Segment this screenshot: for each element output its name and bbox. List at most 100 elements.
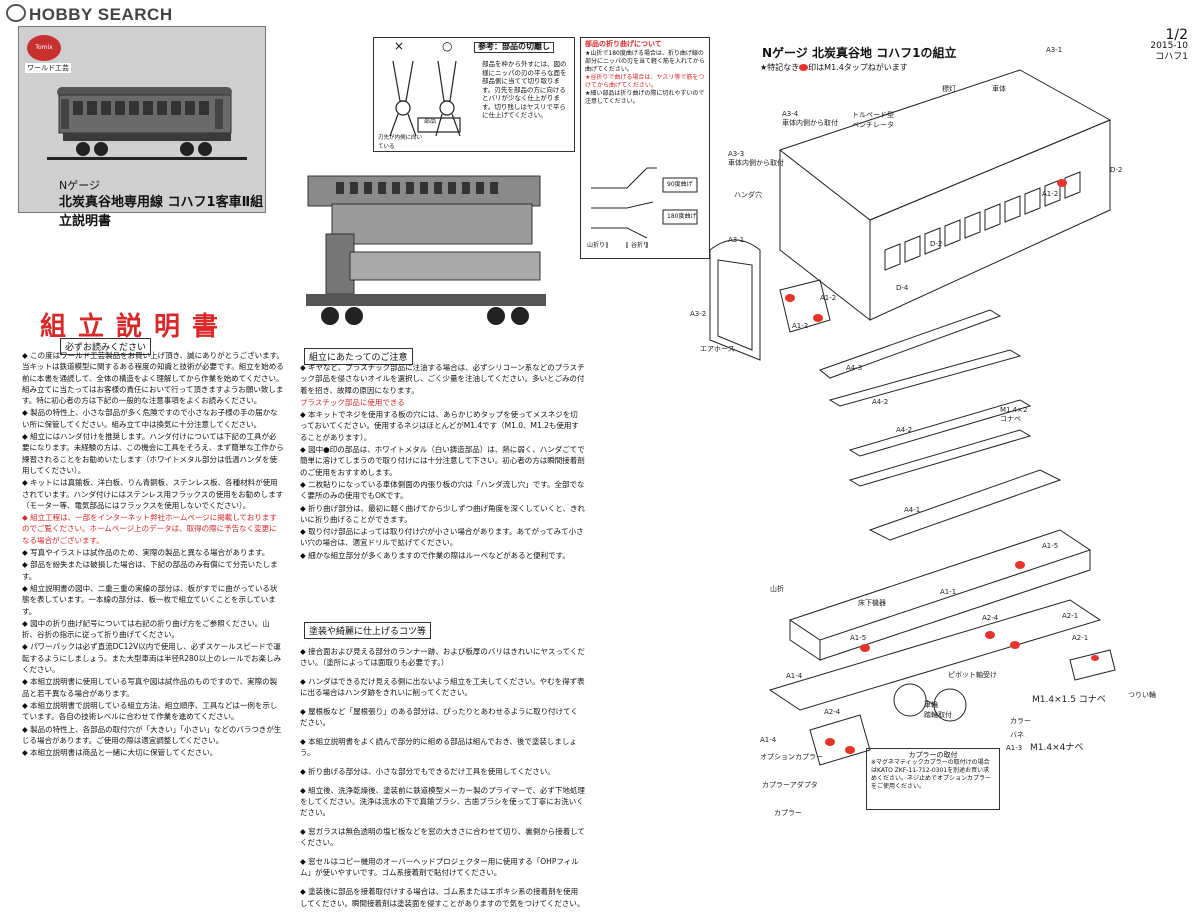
coupler-box-title: カプラーの取付: [908, 751, 958, 759]
caution-red-phrase: プラスチック部品に使用できる: [300, 397, 405, 407]
cover-title: 北炭真谷地専用線 コハフ1客車Ⅱ組立説明書: [59, 195, 264, 229]
manual-paragraph-7: ◆ 部品を紛失または破損した場合は、下記の部品のみ有償にて分売いたします。: [22, 560, 278, 581]
label-a4-2-lower: A4-2: [896, 426, 913, 434]
label-collar: カラー: [1010, 717, 1031, 725]
manual-paragraph-12: ◆ 本組立説明書で説明している組立方法、組立順序、工具などは一例を示しています。…: [22, 700, 278, 722]
cover-image: Tomix ワールド工芸 Nゲージ 北炭真谷地専用線 コハフ1客車Ⅱ組立説明書: [18, 26, 266, 229]
label-a2-1-upper: A2-1: [1062, 612, 1079, 620]
label-a1-2-mid: A1-2: [820, 294, 837, 302]
passenger-car-photo: [47, 87, 247, 160]
assembly-title: Nゲージ 北炭真谷地 コハフ1の組立: [762, 46, 957, 60]
label-torpedo-ventilator: トルペード型 ベンチレータ: [852, 111, 894, 129]
finish-paragraph-2: ◆ ハンダはできるだけ見える側に出ないよう組立を工夫してください。やむを得ず表に…: [300, 676, 585, 697]
label-pivot-bearing: ピボット軸受け: [948, 671, 997, 679]
label-a3-4: A3-4 車体内側から取付: [782, 110, 838, 127]
label-option-coupler: オプションカプラー: [760, 753, 823, 761]
folding-instructions: 部品の折り曲げについて ★山折で180度曲げる場合は、折り曲げ線の部分にニッパの…: [580, 37, 710, 259]
assembly-subtitle: ★特記なき印はM1.4タップねがいます: [760, 62, 908, 73]
label-m14x2: M1.4×2 コナベ: [1000, 406, 1028, 423]
fold-90-label: 90度曲げ: [667, 181, 693, 188]
label-a3-3: A3-3 車体内側から取付: [728, 150, 784, 167]
label-a1-4-lower: A1-4: [760, 736, 777, 744]
label-a4-1: A4-1: [904, 506, 921, 514]
bad-mark: ×: [394, 39, 405, 53]
label-a1-5-left: A1-5: [850, 634, 867, 642]
assembly-sub-post: 印はM1.4タップねがいます: [808, 63, 908, 72]
finish-paragraph-6: ◆ 組立後、洗浄乾燥後、塗装前に鉄道模型メーカー製のプライマーで、必ず下地処理を…: [300, 785, 585, 818]
manual-paragraph-9: ◆ 図中の折り曲げ記号については右記の折り曲げ方をご参照ください。山折、谷折の指…: [22, 618, 270, 640]
fold-line-1: ★山折で180度曲げる場合は、折り曲げ線の部分にニッパの刃を当て軽く筋を入れてか…: [585, 50, 705, 73]
page-code: コハフ1: [1155, 52, 1188, 62]
label-a3-1-end: A3-1: [728, 236, 745, 244]
label-a1-2-low: A1-2: [792, 322, 809, 330]
label-a3-2: A3-2: [690, 310, 707, 318]
caution-title: 組立にあたってのご注意: [304, 348, 413, 365]
manual-paragraph-3: ◆ 組立にはハンダ付けを推奨します。ハンダ付けについては下記の工具が必要になりま…: [22, 432, 284, 475]
coupler-box-text: ※マグネマティックカプラーの取付けの場合はKATO ZKF-11-712-030…: [871, 759, 992, 790]
tap-hole-marker-icon: [799, 64, 809, 71]
cutting-hint-title: 参考：部品の切離し: [474, 42, 554, 53]
label-d4: D-4: [896, 284, 909, 292]
mountain-fold-label: 山折り: [587, 242, 606, 249]
label-a1-5-right: A1-5: [1042, 542, 1059, 550]
finish-paragraph-5: ◆ 折り曲げる部分は、小さな部分でもできるだけ工具を使用してください。: [300, 766, 555, 776]
assembly-sub-pre: ★特記なき: [760, 63, 800, 72]
valley-fold-label: 谷折り: [631, 242, 650, 249]
fold-diagram: [591, 167, 698, 248]
label-d2-right: D-2: [1110, 166, 1123, 174]
finish-title: 塗装や綺麗に仕上げるコツ等: [304, 622, 432, 639]
caution-body: ◆ ギヤなど、プラスチック部品に注油する場合は、必ずシリコーン系などのプラスチッ…: [300, 362, 585, 562]
label-air-hose: エアホース: [700, 345, 735, 353]
label-a2-4-left: A2-4: [824, 708, 841, 716]
label-a1-3: A1-3: [1006, 744, 1023, 752]
label-a1-1: A1-1: [940, 588, 957, 596]
finish-paragraph-9: ◆ 塗装後に部品を接着取付けする場合は、ゴム系またはエポキシ系の接着剤を使用して…: [300, 887, 585, 908]
cutting-hint-box: 参考：部品の切離し × ○ 部品 刃先が内側に向いている 部品を枠から外すには、…: [373, 37, 575, 152]
finish-paragraph-1: ◆ 接合面および見える部分のランナー跡、および板厚のバリはきれいにヤスってくださ…: [300, 646, 585, 667]
cutting-hint-text: 部品を枠から外すには、図の様にニッパの刃の平らな面を部品側に当てて切り取ります。…: [482, 60, 567, 119]
manual-paragraph-14: ◆ 本組立説明書は商品と一緒に大切に保管してください。: [22, 748, 218, 758]
manual-paragraph-2: ◆ 製品の特性上、小さな部品が多く危険ですので小さなお子様の手の届かない所に保管…: [22, 408, 278, 429]
label-a2-1-lower: A2-1: [1072, 634, 1089, 642]
caution-paragraph-3: ◆ 図中●印の部品は、ホワイトメタル（白い鋳造部品）は、熱に弱く、ハンダごてで簡…: [300, 445, 585, 477]
label-a1-2-top: A1-2: [1042, 190, 1059, 198]
manual-body: ◆ この度はワールド工芸製品をお買い上げ頂き、誠にありがとうございます。当キット…: [22, 350, 284, 759]
fold-line-2: ★谷折りで曲げる場合は、ヤスリ等で筋をつけてから曲げてください。: [585, 74, 705, 89]
fold-line-3: ★細い部品は折り曲げの際に切れやすいので注意してください。: [585, 90, 705, 105]
manual-paragraph-5: ◆ 組立工程は、一部をインターネット弊社ホームページに掲載しておりますのでご覧く…: [22, 513, 277, 545]
finish-paragraph-8: ◆ 窓セルはコピー機用のオーバーヘッドプロジェクター用に使用する「OHPフィルム…: [300, 857, 579, 878]
fold-180-label: 180度曲げ: [667, 213, 697, 220]
nipper-illustration: [389, 60, 461, 137]
nipper-note: 刃先が内側に向いている: [378, 135, 423, 150]
brand-name: ワールド工芸: [25, 63, 71, 73]
label-a4-3: A4-3: [846, 364, 863, 372]
label-wheel: 車輪 踏輪取付: [924, 701, 952, 719]
caution-paragraph-1: ◆ ギヤなど、プラスチック部品に注油する場合は、必ずシリコーン系などのプラスチッ…: [300, 363, 585, 395]
label-a3-1-top: A3-1: [1046, 46, 1063, 54]
manual-title: 組立説明書: [40, 312, 231, 342]
caution-paragraph-4: ◆ 二枚貼りになっている車体側面の内張り板の穴は「ハンダ流し穴」です。全部でなく…: [300, 479, 585, 501]
caution-paragraph-5: ◆ 折り曲げ部分は、最初に軽く曲げてから少しずつ曲げ角度を深くしていくと、きれい…: [300, 503, 585, 524]
assembly-exploded-view: [709, 69, 1116, 766]
logo-text: HOBBY SEARCH: [29, 5, 173, 24]
label-coupler: カプラー: [774, 809, 802, 817]
label-coupler-adapter: カプラーアダプタ: [762, 781, 818, 789]
finish-paragraph-4: ◆ 本組立説明書をよく読んで部分的に組める部品は組んでおき、後で塗装しましょう。: [300, 736, 577, 758]
caution-paragraph-7: ◆ 細かな組立部分が多くありますので作業の際はルーペなどがあると便利です。: [300, 550, 570, 560]
part-label: 部品: [424, 118, 437, 125]
label-m14x15: M1.4×1.5 コナベ: [1032, 695, 1106, 705]
good-mark: ○: [442, 39, 453, 53]
read-first-label: 必ずお読みください: [60, 338, 152, 355]
coupler-installation-box: カプラーの取付 ※マグネマティックカプラーの取付けの場合はKATO ZKF-11…: [866, 748, 1000, 810]
fold-title: 部品の折り曲げについて: [585, 40, 662, 48]
manual-paragraph-6: ◆ 写真やイラストは試作品のため、実際の製品と異なる場合があります。: [22, 548, 270, 558]
manual-paragraph-13: ◆ 製品の特性上、各部品の取付穴が「大きい」「小さい」などのバラつきが生じる場合…: [22, 724, 282, 745]
cover-gauge: Nゲージ: [59, 179, 101, 192]
label-m14x4: M1.4×4ナベ: [1030, 743, 1084, 753]
page-date: 2015-10: [1150, 41, 1188, 51]
manual-paragraph-10: ◆ パワーパックは必ず直流DC12V以内で使用し、必ずスケールスピードで運転する…: [22, 642, 282, 675]
page-number: 1/2: [1165, 27, 1188, 43]
caution-paragraph-2: ◆ 本キットでネジを使用する板の穴には、あらかじめタップを使ってメスネジを切って…: [300, 410, 579, 442]
label-mountain-fold: 山折: [770, 585, 784, 593]
manual-paragraph-8: ◆ 組立説明書の図中、二重三重の実線の部分は、板がすでに曲がっている状態を表して…: [22, 583, 278, 616]
